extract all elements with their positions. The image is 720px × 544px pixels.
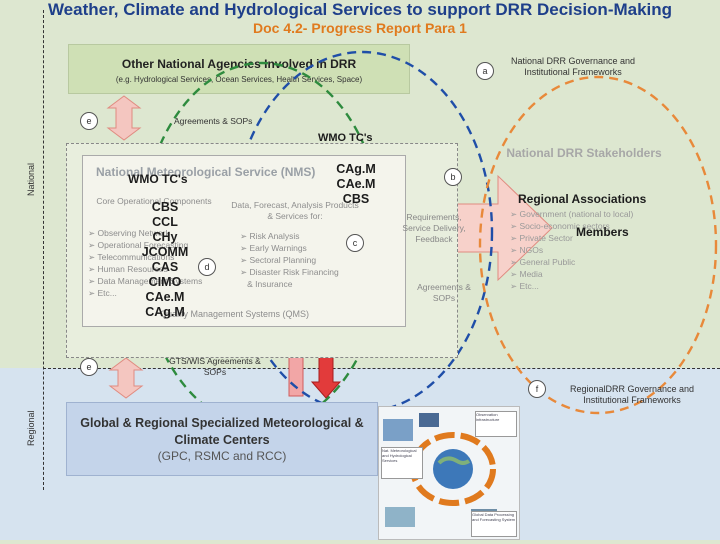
other-agencies-subtitle: (e.g. Hydrological Services, Ocean Servi… xyxy=(115,75,363,84)
stakeholders-title: National DRR Stakeholders xyxy=(506,146,662,160)
page-title: Weather, Climate and Hydrological Servic… xyxy=(47,0,673,19)
qms-label: Quality Management Systems (QMS) xyxy=(160,309,310,319)
arrow-agencies-nmhs xyxy=(106,95,142,141)
product-item: & Insurance xyxy=(247,279,293,289)
global-centers-box: Global & Regional Specialized Meteorolog… xyxy=(66,402,378,476)
core-item: ➢ Data Management Systems xyxy=(88,276,203,286)
marker-a: a xyxy=(476,62,494,80)
marker-d: d xyxy=(198,258,216,276)
nmhs-title: National Meteorological Service (NMS) xyxy=(96,165,316,179)
core-item: ➢ Human Resources xyxy=(88,264,168,274)
stakeholder-item: ➢ Media xyxy=(510,269,543,279)
stakeholders-list: ➢ Government (national to local) ➢ Socio… xyxy=(510,208,633,292)
overlay-right-list: CAg.M CAe.M CBS xyxy=(330,162,382,207)
stakeholder-item: ➢ Etc... xyxy=(510,281,539,291)
gts-wis-label: GTS/WIS Agreements & SOPs xyxy=(169,356,261,377)
stakeholder-item: ➢ Socio-economic sectors xyxy=(510,221,610,231)
marker-e-top: e xyxy=(80,112,98,130)
core-components-list: ➢ Observing Network ➢ Operational Foreca… xyxy=(88,227,202,299)
other-agencies-title: Other National Agencies Involved in DRR xyxy=(121,57,357,71)
vertical-divider xyxy=(43,10,44,490)
national-governance-label: National DRR Governance and Institutiona… xyxy=(510,56,636,77)
products-list: ➢ Risk Analysis ➢ Early Warnings ➢ Secto… xyxy=(240,230,339,290)
stakeholder-item: ➢ Private Sector xyxy=(510,233,573,243)
page-subtitle: Doc 4.2- Progress Report Para 1 xyxy=(253,20,467,36)
observation-box: Observation infrastructure xyxy=(475,411,517,437)
regional-governance-label: RegionalDRR Governance and Institutional… xyxy=(569,384,695,405)
overlay-item: CCL xyxy=(152,215,178,229)
product-item: ➢ Risk Analysis xyxy=(240,231,300,241)
overlay-item: CHy xyxy=(152,230,178,244)
core-item: ➢ Observing Network xyxy=(88,228,170,238)
global-centers-title: Global & Regional Specialized Meteorolog… xyxy=(80,416,364,447)
overlay-item: JCOMM xyxy=(141,245,189,259)
agreements-right-label: Agreements & SOPs xyxy=(417,282,471,303)
requirements-label: Requirements, Service Delivery, Feedback xyxy=(402,212,466,244)
core-item: ➢ Operational Forecasting xyxy=(88,240,189,250)
wmo-tcs-top-label: WMO TC's xyxy=(318,132,373,144)
overlay-item: CAg.M xyxy=(336,162,376,176)
stakeholder-item: ➢ NGOs xyxy=(510,245,544,255)
core-components-heading: Core Operational Components xyxy=(96,196,212,206)
overlay-left-list: CBS CCL CHy JCOMM CAS CIMO CAe.M CAg.M xyxy=(140,200,190,320)
products-heading: Data, Forecast, Analysis Products & Serv… xyxy=(231,200,359,221)
marker-b: b xyxy=(444,168,462,186)
core-item: ➢ Telecommunications xyxy=(88,252,175,262)
overlay-wmo-tcs: WMO TC's xyxy=(128,172,188,186)
overlay-item: CAe.M xyxy=(336,177,376,191)
overlay-item: CBS xyxy=(151,200,179,214)
dashed-circle-orange xyxy=(478,75,718,415)
global-centers-subtitle: (GPC, RSMC and RCC) xyxy=(157,449,287,463)
product-item: ➢ Sectoral Planning xyxy=(240,255,317,265)
overlay-item: CBS xyxy=(342,192,370,206)
marker-f: f xyxy=(528,380,546,398)
nmhs-box: Nat. Meteorological and Hydrological Ser… xyxy=(381,447,423,479)
overlay-item: CIMO xyxy=(148,275,182,289)
stakeholder-item: ➢ General Public xyxy=(510,257,576,267)
system-diagram-image: Observation infrastructure Nat. Meteorol… xyxy=(378,406,520,540)
arrow-nmhs-global xyxy=(108,357,144,399)
horizontal-divider xyxy=(43,368,720,369)
gdpfs-box: Global Data Processing and Forecasting S… xyxy=(471,511,517,537)
overlay-item: CAS xyxy=(151,260,179,274)
agreements-sops-top: Agreements & SOPs xyxy=(174,116,253,126)
stakeholder-item: ➢ Government (national to local) xyxy=(510,209,634,219)
core-item: ➢ Etc... xyxy=(88,288,117,298)
product-item: ➢ Early Warnings xyxy=(240,243,307,253)
overlay-item: CAg.M xyxy=(145,305,185,319)
marker-c: c xyxy=(346,234,364,252)
members-label: Members xyxy=(576,225,629,239)
marker-e-bottom: e xyxy=(80,358,98,376)
overlay-item: CAe.M xyxy=(145,290,185,304)
product-item: ➢ Disaster Risk Financing xyxy=(240,267,339,277)
regional-associations-label: Regional Associations xyxy=(518,192,647,206)
